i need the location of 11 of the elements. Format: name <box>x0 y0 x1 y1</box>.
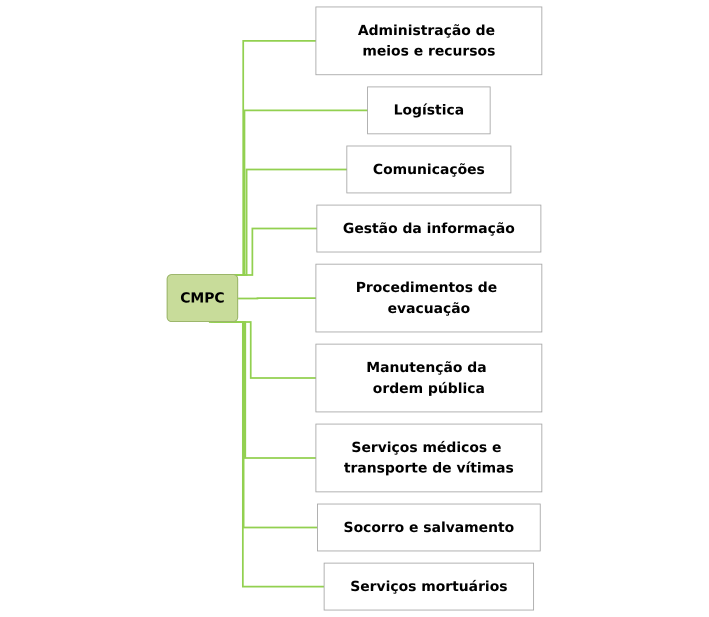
node-box: Comunicações <box>346 146 512 194</box>
connector <box>208 321 324 588</box>
node-box: Gestão da informação <box>316 204 542 252</box>
connector <box>238 297 316 300</box>
node-box: Serviços médicos e transporte de vítimas <box>315 424 542 492</box>
node-box: Procedimentos de evacuação <box>315 264 542 332</box>
node-box: Logística <box>367 86 491 134</box>
node-box: Serviços mortuários <box>324 562 534 610</box>
node-box: Manutenção da ordem pública <box>315 344 542 412</box>
node-box: Administração de meios e recursos <box>315 6 542 76</box>
node-box: Socorro e salvamento <box>317 504 541 552</box>
